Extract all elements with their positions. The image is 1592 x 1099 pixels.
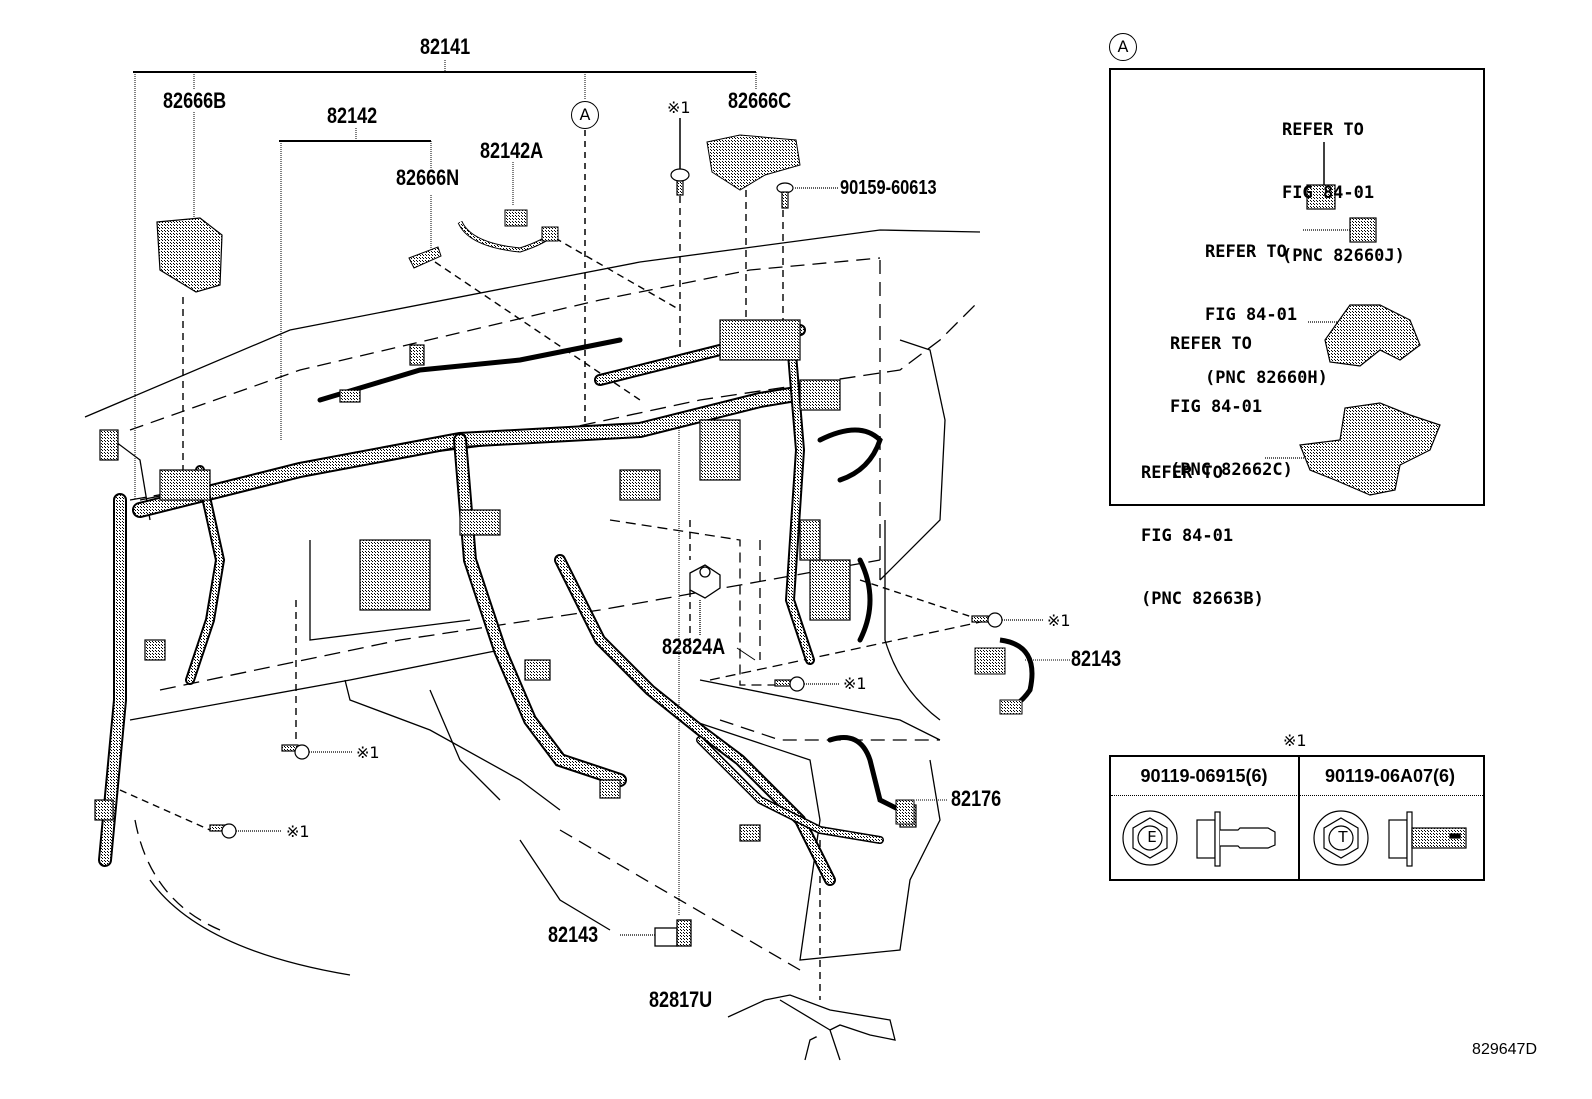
part-82142a	[457, 209, 559, 253]
callout-82141[interactable]: 82141	[420, 34, 471, 59]
ref-line1: REFER TO	[1282, 120, 1364, 140]
ref-line2: FIG 84-01	[1170, 397, 1263, 417]
part-82666b	[156, 217, 223, 293]
part-82824a	[689, 564, 721, 635]
fastener-mark-top: ※1	[667, 98, 691, 117]
leader-82141	[133, 60, 757, 500]
fastener-mark-right: ※1	[1047, 611, 1071, 630]
pnc-82660h-part	[1349, 217, 1377, 243]
screw-90159	[776, 182, 838, 209]
detail-a-parts	[1265, 142, 1441, 496]
bolts	[209, 612, 1044, 839]
ref-line2: FIG 84-01	[1141, 526, 1234, 546]
fastener-mark-center: ※1	[843, 674, 867, 693]
fastener-part-e[interactable]: 90119-06915(6)	[1140, 766, 1268, 786]
part-82817u	[727, 994, 896, 1061]
fastener-mark-left-middle: ※1	[356, 743, 380, 762]
pnc-82660j-part	[1306, 184, 1336, 210]
callout-82142a[interactable]: 82142A	[480, 138, 544, 163]
fastener-t-drawing	[1313, 810, 1467, 867]
fastener-table-mark: ※1	[1283, 731, 1307, 750]
callout-82143-bottom[interactable]: 82143	[548, 922, 599, 947]
ref-line3: (PNC 82663B)	[1141, 589, 1264, 609]
fastener-table: 90119-06915(6) 90119-06A07(6) E T	[1109, 755, 1485, 881]
callout-82142[interactable]: 82142	[327, 103, 378, 128]
part-82666n	[408, 246, 442, 269]
callout-90159-60613[interactable]: 90159-60613	[840, 177, 937, 199]
ref-line2: FIG 84-01	[1282, 183, 1375, 203]
callout-82666c[interactable]: 82666C	[728, 88, 792, 113]
table-divider-horizontal	[1111, 795, 1483, 797]
leader-82824a	[736, 647, 756, 661]
detail-a-title-marker: A	[1109, 33, 1137, 61]
pnc-82663b-part	[1299, 402, 1441, 496]
detail-a-ref-82660j[interactable]: REFER TO FIG 84-01 (PNC 82660J)	[1282, 78, 1405, 309]
dashboard-outline	[84, 229, 991, 976]
connectors	[94, 319, 917, 842]
figure-code: 829647D	[1472, 1041, 1537, 1058]
callout-82666n[interactable]: 82666N	[396, 165, 460, 190]
fastener-e-drawing	[1122, 810, 1276, 867]
pnc-82662c-part	[1324, 304, 1421, 367]
fastener-part-t[interactable]: 90119-06A07(6)	[1324, 766, 1456, 786]
ref-line1: REFER TO	[1170, 334, 1252, 354]
callout-82824a[interactable]: 82824A	[662, 634, 726, 659]
detail-a-marker[interactable]: A	[571, 101, 599, 129]
fastener-mark-left-low: ※1	[286, 822, 310, 841]
bolt-left-middle	[281, 744, 352, 760]
ref-line3: (PNC 82660J)	[1282, 246, 1405, 266]
detail-a-ref-82663b[interactable]: REFER TO FIG 84-01 (PNC 82663B)	[1141, 421, 1264, 652]
head-letter-t: T	[1338, 828, 1348, 846]
bolt-right	[971, 612, 1044, 628]
part-82666c	[706, 134, 801, 191]
bolt-left-low	[209, 823, 282, 839]
callout-82817u[interactable]: 82817U	[649, 987, 713, 1012]
detail-a-ref-82660h[interactable]: REFER TO FIG 84-01 (PNC 82660H)	[1205, 200, 1328, 431]
part-82176	[895, 799, 948, 825]
leader-82142	[279, 128, 514, 440]
callout-82176[interactable]: 82176	[951, 786, 1002, 811]
table-divider-vertical	[1298, 757, 1300, 879]
ref-line1: REFER TO	[1205, 242, 1287, 262]
callout-82666b[interactable]: 82666B	[163, 88, 227, 113]
bolt-top	[670, 118, 690, 196]
detail-a-box	[1109, 68, 1485, 506]
part-82143-right	[974, 637, 1070, 715]
detail-a-ref-82662c[interactable]: REFER TO FIG 84-01 (PNC 82662C)	[1170, 292, 1293, 523]
ref-line3: (PNC 82662C)	[1170, 460, 1293, 480]
bolt-center	[774, 676, 840, 692]
ref-line3: (PNC 82660H)	[1205, 368, 1328, 388]
ref-line2: FIG 84-01	[1205, 305, 1298, 325]
part-82143-bottom	[620, 919, 692, 947]
main-harness	[98, 324, 903, 886]
ref-line1: REFER TO	[1141, 463, 1223, 483]
head-letter-e: E	[1147, 828, 1157, 846]
callout-82143-right[interactable]: 82143	[1071, 646, 1122, 671]
